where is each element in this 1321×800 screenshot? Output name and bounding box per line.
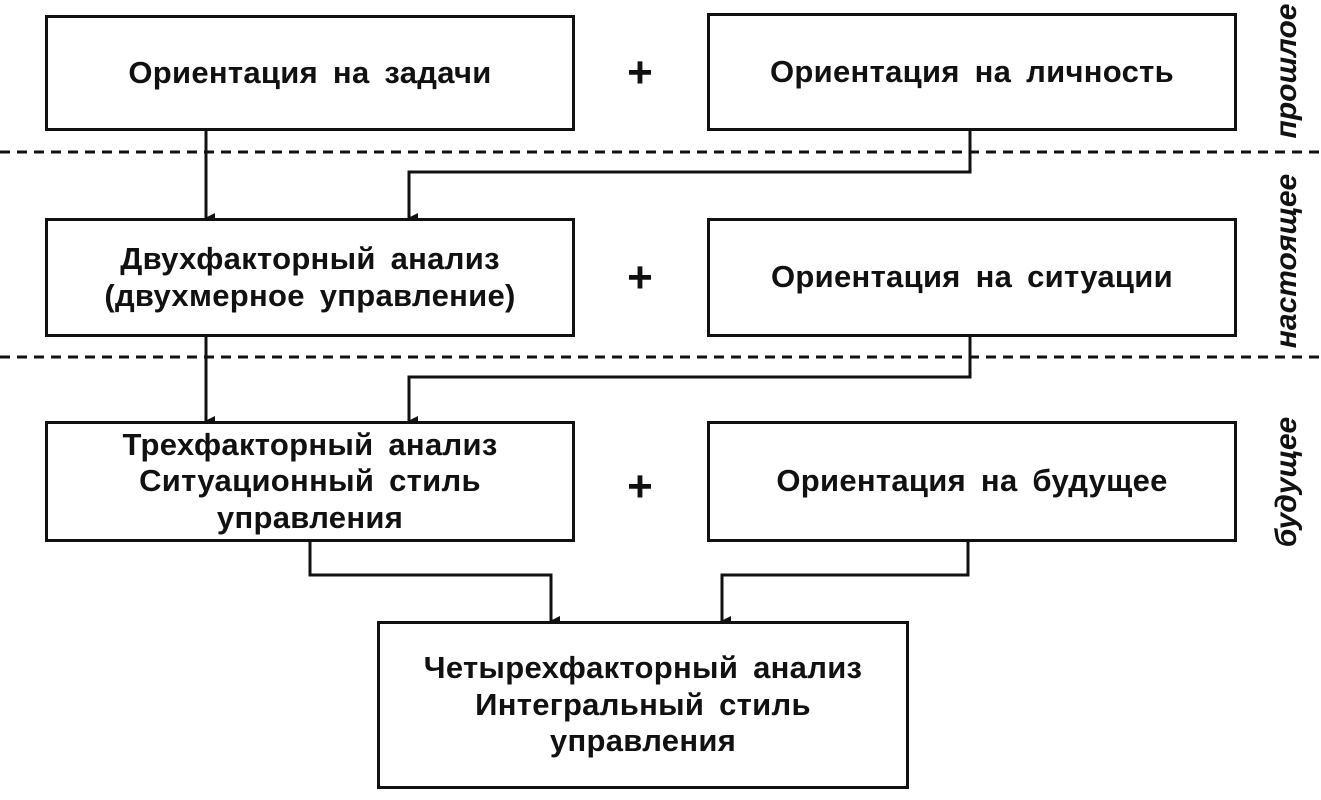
box-two-factor-analysis-label: Двухфакторный анализ (двухмерное управле… [104,240,516,313]
box-situation-orientation-label: Ориентация на ситуации [771,259,1173,295]
era-label-past: прошлое [1270,3,1303,139]
arrow-future-to-four-factor [720,540,970,626]
box-three-factor-analysis: Трехфакторный анализ Ситуационный стиль … [45,421,575,542]
plus-sign-row-3: + [627,462,653,511]
era-label-future: будущее [1270,416,1303,548]
era-label-present: настоящее [1270,173,1303,349]
arrow-situation-to-three-factor [407,335,972,426]
box-future-orientation-label: Ориентация на будущее [776,463,1168,499]
box-four-factor-analysis-label: Четырехфакторный анализ Интегральный сти… [423,650,863,759]
box-four-factor-analysis: Четырехфакторный анализ Интегральный сти… [377,621,909,789]
box-future-orientation: Ориентация на будущее [707,421,1237,542]
plus-sign-row-2: + [627,253,653,302]
box-personality-orientation: Ориентация на личность [707,13,1237,131]
plus-sign-row-1: + [627,48,653,97]
box-task-orientation: Ориентация на задачи [45,15,575,131]
box-personality-orientation-label: Ориентация на личность [770,53,1174,89]
arrow-personality-to-two-factor [407,129,972,223]
box-situation-orientation: Ориентация на ситуации [707,218,1237,337]
arrow-three-factor-to-four-factor [308,540,560,626]
box-three-factor-analysis-label: Трехфакторный анализ Ситуационный стиль … [122,426,498,535]
box-task-orientation-label: Ориентация на задачи [128,54,492,90]
box-two-factor-analysis: Двухфакторный анализ (двухмерное управле… [45,218,575,337]
